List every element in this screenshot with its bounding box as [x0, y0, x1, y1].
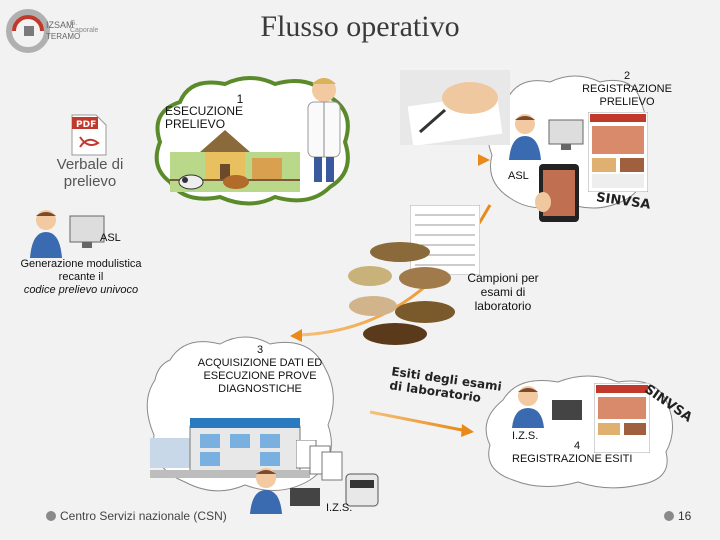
- campioni-line-1: Campioni per: [467, 271, 539, 285]
- form-document: [410, 205, 480, 275]
- logo-text-2: G. Caporale: [70, 20, 99, 34]
- step4-label: REGISTRAZIONE ESITI: [512, 453, 633, 465]
- sinvsa-screenshot: [588, 112, 648, 192]
- step3-number: 3: [256, 344, 264, 356]
- generazione-line-1: Generazione modulistica: [20, 258, 142, 270]
- generazione-line-2: recante il: [58, 271, 104, 283]
- arrow-3-to-4: [369, 410, 474, 437]
- logo-text-3: TERAMO: [46, 32, 81, 41]
- pdf-icon: PDF: [71, 114, 107, 156]
- page-title: Flusso operativo: [260, 10, 460, 43]
- operator-izs-bottom-figure: [250, 468, 379, 514]
- footer-left-text: Centro Servizi nazionale (CSN): [60, 509, 227, 523]
- signing-hand-image: [400, 70, 510, 145]
- step2-line-1: REGISTRAZIONE: [582, 83, 672, 95]
- lab-building-image: [150, 418, 310, 478]
- arrow-1-to-2: [345, 154, 490, 166]
- campioni-line-2: esami di: [480, 285, 526, 299]
- tablet-icon: [535, 164, 579, 222]
- animals-icon: [178, 174, 249, 190]
- page-number: 16: [664, 509, 691, 523]
- izs-logo: IZSAM G. Caporale TERAMO: [6, 8, 106, 54]
- step1-label: ESECUZIONE PRELIEVO: [165, 104, 244, 131]
- operator-asl-left-figure: [30, 210, 105, 258]
- campioni-line-3: laboratorio: [474, 299, 532, 313]
- step3-line-1: ACQUISIZIONE DATI ED: [197, 357, 323, 369]
- logo-text-1: IZSAM: [46, 20, 74, 30]
- grain-samples-image: [348, 242, 455, 345]
- actor-izs-bottom: I.Z.S.: [326, 502, 353, 514]
- step3-label: 3 ACQUISIZIONE DATI ED ESECUZIONE PROVE …: [180, 344, 340, 396]
- step3-line-2: ESECUZIONE PROVE: [203, 370, 317, 382]
- svg-text:PDF: PDF: [76, 120, 96, 130]
- step3-line-3: DIAGNOSTICHE: [218, 383, 302, 395]
- verbale-line-1: Verbale di: [56, 156, 124, 173]
- actor-asl-left: ASL: [100, 232, 121, 244]
- page-number-text: 16: [678, 509, 692, 523]
- generazione-line-3: codice prelievo univoco: [23, 284, 139, 296]
- sinvsa-screenshot-2: [594, 383, 650, 453]
- step4-number: 4: [574, 440, 581, 452]
- bullet-dot-icon: [664, 511, 674, 521]
- logo-icon: [6, 9, 50, 53]
- verbale-label: Verbale di prelievo: [50, 156, 130, 190]
- verbale-line-2: prelievo: [63, 173, 117, 190]
- step1-number: 1: [236, 92, 244, 106]
- footer-left: Centro Servizi nazionale (CSN): [46, 509, 227, 523]
- campioni-text: Campioni per esami di laboratorio: [458, 271, 548, 313]
- generazione-text: Generazione modulistica recante il codic…: [2, 258, 160, 297]
- lab-documents: [296, 440, 343, 481]
- step2-line-2: PRELIEVO: [599, 96, 655, 108]
- actor-izs-right: I.Z.S.: [512, 430, 539, 442]
- actor-asl-top: ASL: [508, 170, 529, 182]
- step2-number: 2: [623, 70, 631, 82]
- veterinarian-figure: [307, 78, 341, 182]
- step2-label: 2 REGISTRAZIONE PRELIEVO: [577, 70, 677, 109]
- operator-asl-figure: [509, 114, 584, 160]
- operator-izs-right-figure: [512, 386, 582, 428]
- bullet-dot-icon: [46, 511, 56, 521]
